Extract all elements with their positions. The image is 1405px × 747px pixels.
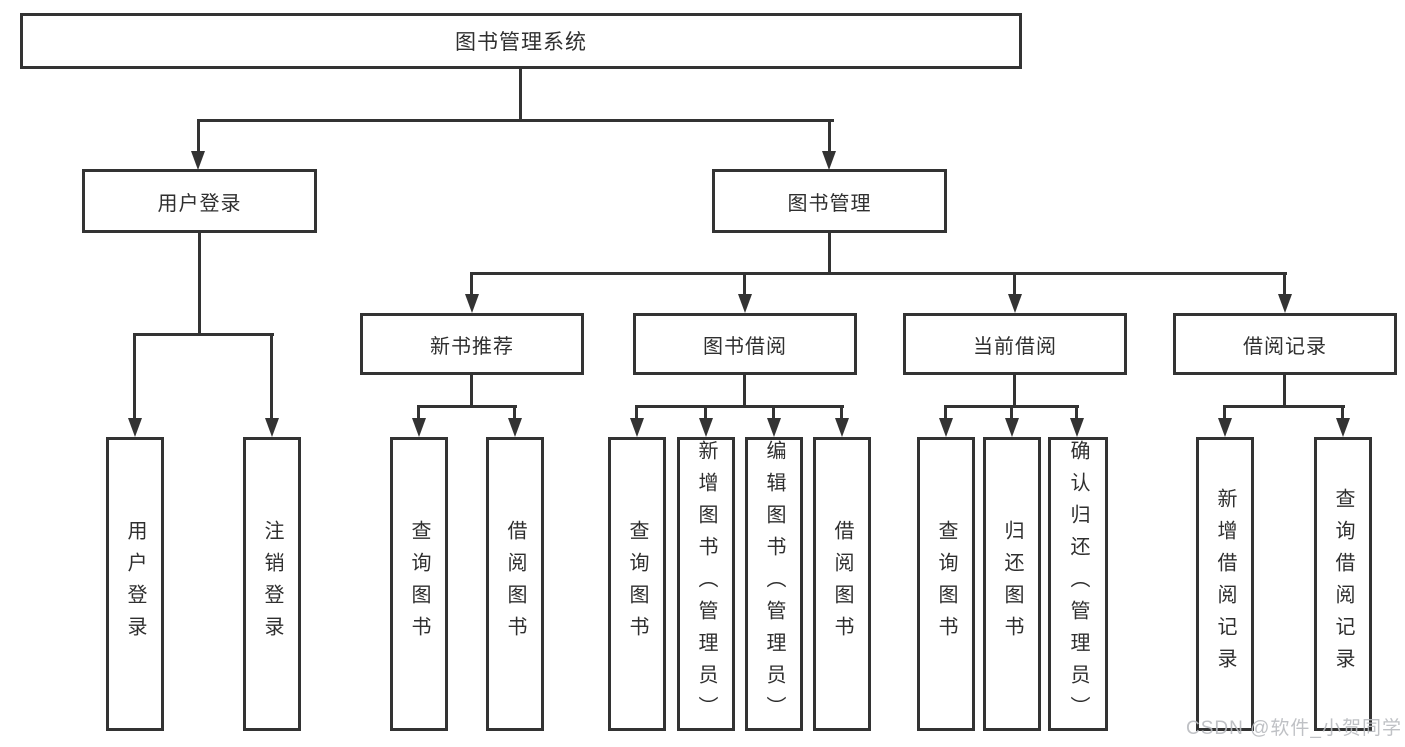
leaf-label: 确认归还（管理员）: [1067, 440, 1089, 728]
arrow-to-leaf-logout: [265, 418, 279, 437]
connector-user-login-bar: [133, 333, 274, 336]
leaf-query-books-current: 查询图书: [917, 437, 975, 731]
leaf-label: 新增图书（管理员）: [695, 440, 717, 728]
connector-groupC-stub3: [1075, 405, 1078, 421]
node-label: 图书管理: [787, 192, 872, 215]
arrow-to-new-book-recommendation: [465, 294, 479, 313]
connector-groupB-stem: [743, 375, 746, 407]
connector-groupB-stub4: [840, 405, 843, 421]
leaf-edit-book-admin: 编辑图书（管理员）: [745, 437, 803, 731]
leaf-query-books-borrowing: 查询图书: [608, 437, 666, 731]
arrow-groupD-2: [1336, 418, 1350, 437]
leaf-label: 注销登录: [261, 520, 283, 648]
arrow-groupC-1: [939, 418, 953, 437]
connector-borrow-records-stub: [1283, 272, 1286, 296]
connector-user-login-stem: [198, 233, 201, 333]
connector-groupC-stub2: [1010, 405, 1013, 421]
leaf-label: 查询图书: [408, 520, 430, 648]
arrow-to-current-borrowing: [1008, 294, 1022, 313]
leaf-query-books-recommend: 查询图书: [390, 437, 448, 731]
arrow-to-user-login: [191, 151, 205, 170]
arrow-to-book-borrowing: [738, 294, 752, 313]
arrow-to-borrow-records: [1278, 294, 1292, 313]
arrow-groupA-2: [508, 418, 522, 437]
leaf-label: 编辑图书（管理员）: [763, 440, 785, 728]
connector-groupA-stem: [470, 375, 473, 407]
connector-groupD-stub2: [1341, 405, 1344, 421]
connector-groupC-stub1: [944, 405, 947, 421]
arrow-groupB-4: [835, 418, 849, 437]
connector-book-management-stem: [828, 233, 831, 275]
leaf-label: 归还图书: [1001, 520, 1023, 648]
connector-groupB-stub3: [772, 405, 775, 421]
leaf-confirm-return-admin: 确认归还（管理员）: [1048, 437, 1108, 731]
connector-book-management-stub: [828, 119, 831, 155]
watermark: CSDN @软件_小贺同学: [1186, 718, 1402, 739]
leaf-label: 查询借阅记录: [1332, 488, 1354, 680]
connector-root-stem: [519, 69, 522, 122]
arrow-groupA-1: [412, 418, 426, 437]
arrow-to-book-management: [822, 151, 836, 170]
leaf-logout: 注销登录: [243, 437, 301, 731]
leaf-label: 借阅图书: [831, 520, 853, 648]
arrow-to-leaf-user-login: [128, 418, 142, 437]
connector-groupA-stub1: [417, 405, 420, 421]
connector-groupD-stem: [1283, 375, 1286, 407]
connector-groupB-bar: [635, 405, 844, 408]
connector-level3-bar: [470, 272, 1287, 275]
leaf-label: 查询图书: [935, 520, 957, 648]
arrow-groupB-3: [767, 418, 781, 437]
arrow-groupD-1: [1218, 418, 1232, 437]
node-borrow-records: 借阅记录: [1173, 313, 1397, 375]
leaf-return-book: 归还图书: [983, 437, 1041, 731]
connector-user-login-stub: [197, 119, 200, 155]
node-user-login: 用户登录: [82, 169, 317, 233]
leaf-label: 用户登录: [124, 520, 146, 648]
leaf-label: 借阅图书: [504, 520, 526, 648]
connector-groupC-stem: [1013, 375, 1016, 407]
node-label: 新书推荐: [430, 335, 514, 358]
node-book-management: 图书管理: [712, 169, 947, 233]
arrow-groupC-3: [1070, 418, 1084, 437]
connector-book-borrowing-stub: [743, 272, 746, 296]
connector-groupA-stub2: [513, 405, 516, 421]
node-new-book-recommendation: 新书推荐: [360, 313, 584, 375]
leaf-label: 查询图书: [626, 520, 648, 648]
connector-leaf-user-login-stub: [133, 333, 136, 419]
connector-level1-bar: [197, 119, 834, 122]
node-label: 当前借阅: [973, 335, 1057, 358]
connector-groupD-stub1: [1223, 405, 1226, 421]
connector-groupB-stub2: [704, 405, 707, 421]
connector-current-borrowing-stub: [1013, 272, 1016, 296]
node-label: 借阅记录: [1243, 335, 1327, 358]
arrow-groupC-2: [1005, 418, 1019, 437]
arrow-groupB-2: [699, 418, 713, 437]
node-label: 图书管理系统: [455, 31, 587, 54]
connector-groupA-bar: [417, 405, 517, 408]
connector-leaf-logout-stub: [270, 333, 273, 419]
node-current-borrowing: 当前借阅: [903, 313, 1127, 375]
leaf-add-book-admin: 新增图书（管理员）: [677, 437, 735, 731]
leaf-borrow-books-recommend: 借阅图书: [486, 437, 544, 731]
node-library-management-system: 图书管理系统: [20, 13, 1022, 69]
connector-groupB-stub1: [635, 405, 638, 421]
node-book-borrowing: 图书借阅: [633, 313, 857, 375]
connector-groupD-bar: [1223, 405, 1345, 408]
leaf-user-login: 用户登录: [106, 437, 164, 731]
node-label: 用户登录: [157, 192, 242, 215]
leaf-query-borrow-record: 查询借阅记录: [1314, 437, 1372, 731]
leaf-borrow-books: 借阅图书: [813, 437, 871, 731]
node-label: 图书借阅: [703, 335, 787, 358]
leaf-label: 新增借阅记录: [1214, 488, 1236, 680]
leaf-add-borrow-record: 新增借阅记录: [1196, 437, 1254, 731]
connector-new-book-stub: [470, 272, 473, 296]
arrow-groupB-1: [630, 418, 644, 437]
